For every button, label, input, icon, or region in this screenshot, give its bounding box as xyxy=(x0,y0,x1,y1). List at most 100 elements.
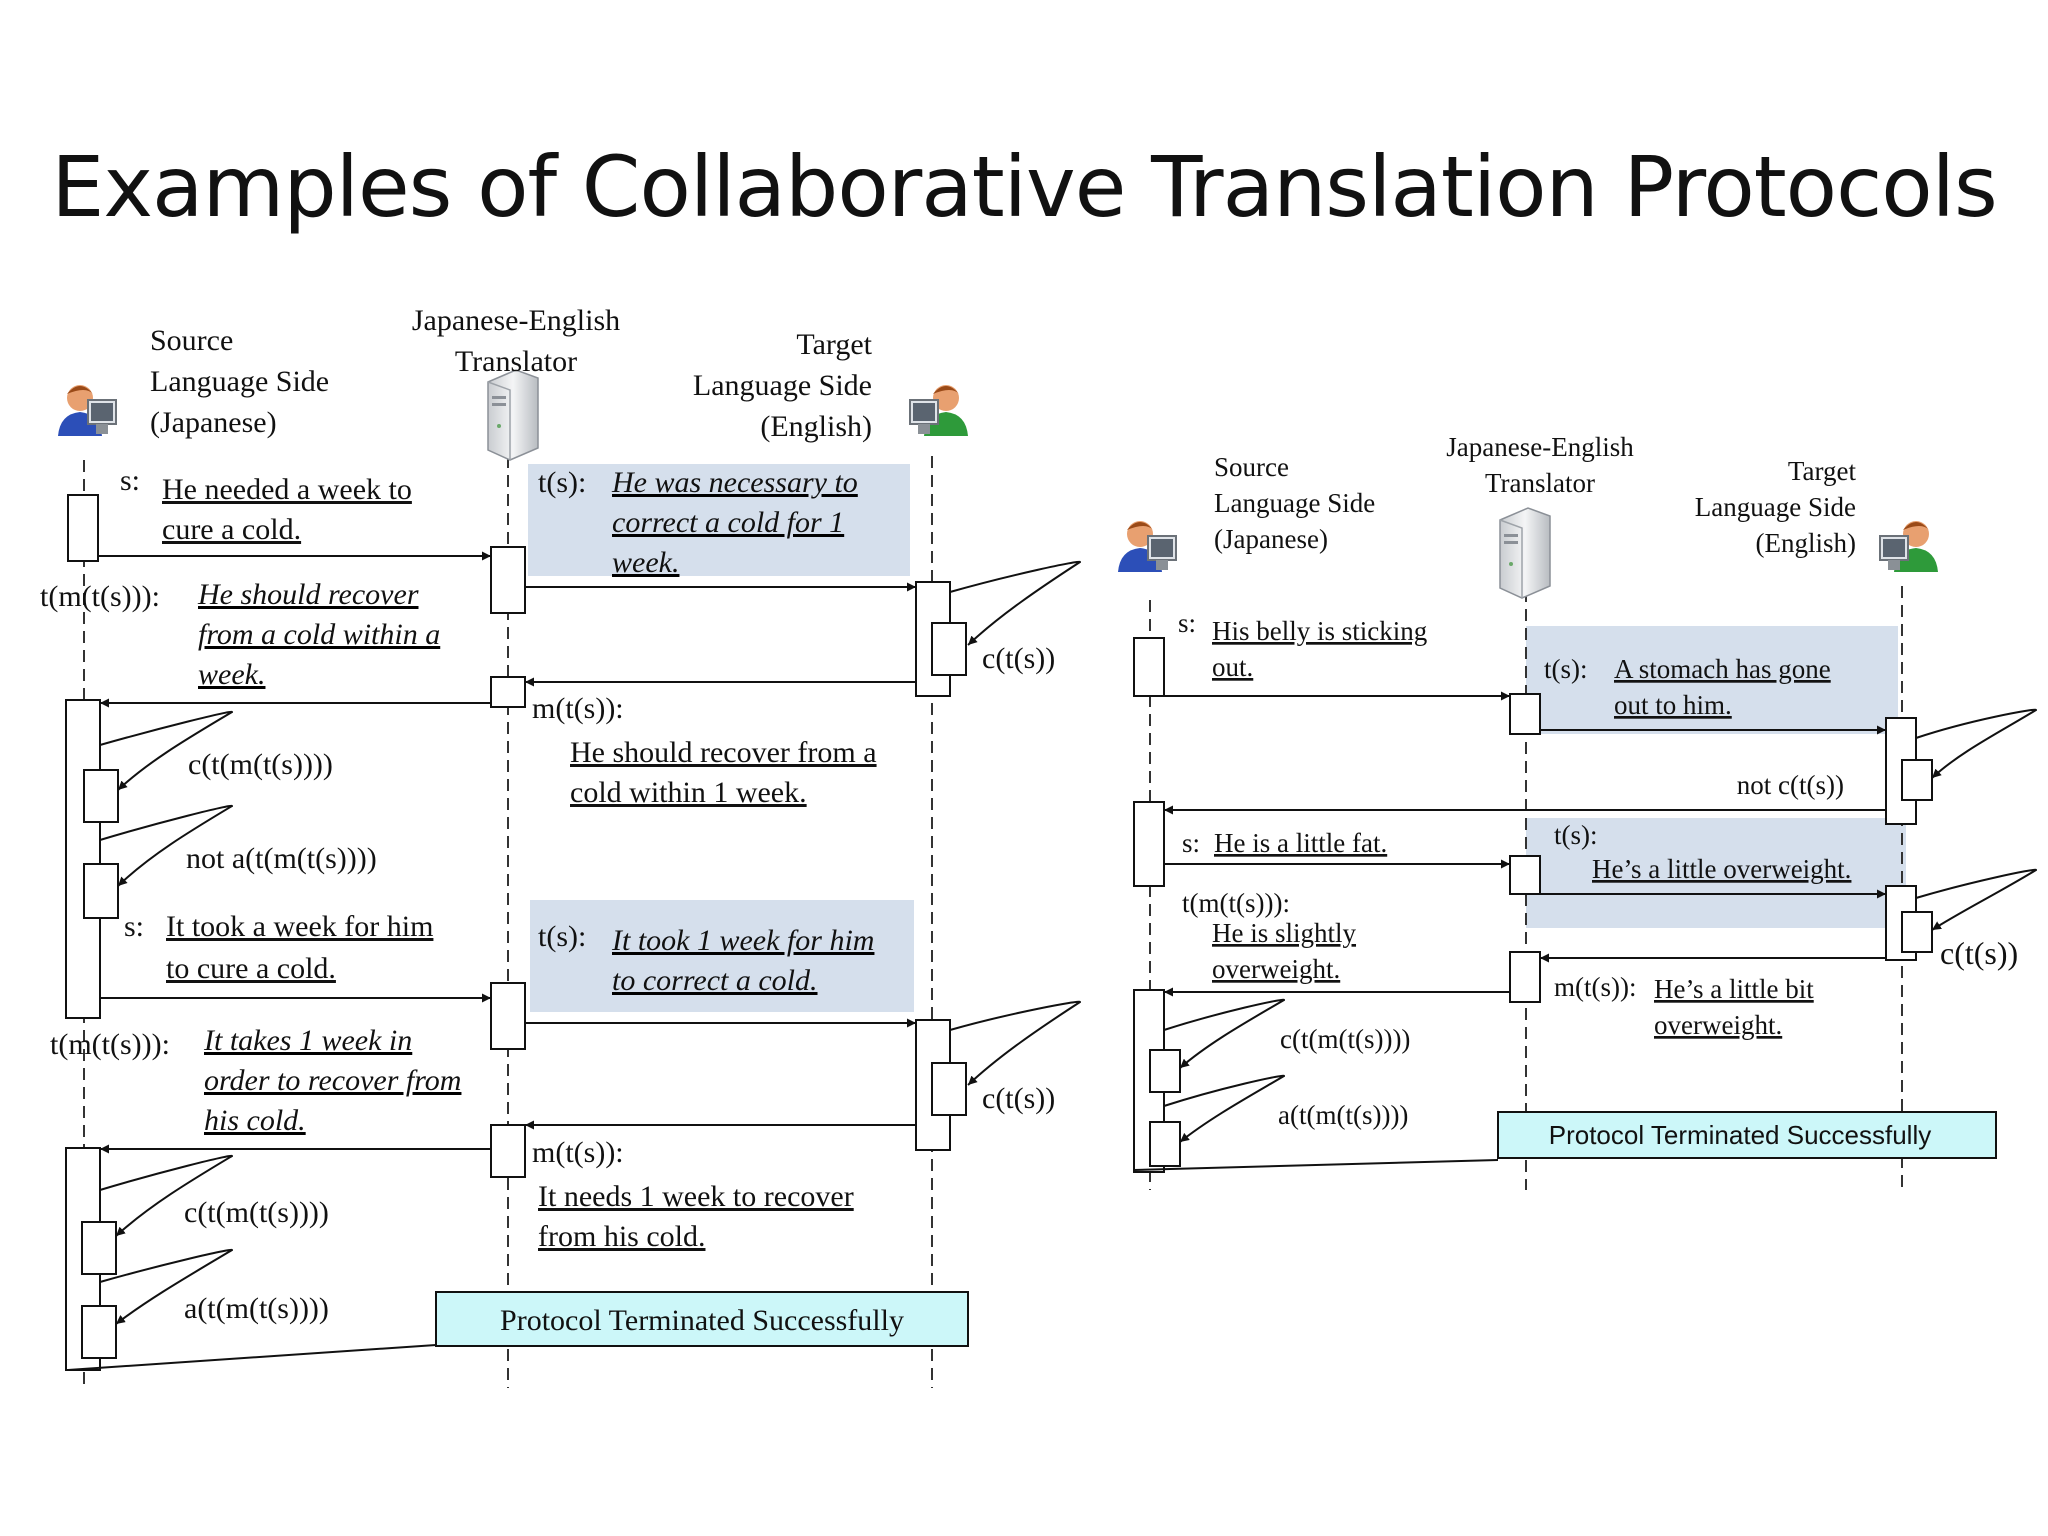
left-terminated-label: Protocol Terminated Successfully xyxy=(500,1304,904,1337)
right-activations xyxy=(1133,637,1933,1173)
prefix-label: s: xyxy=(120,464,140,497)
message-text: his cold. xyxy=(204,1104,306,1137)
header-line: Language Side xyxy=(150,365,329,398)
message-text: It takes 1 week in xyxy=(203,1024,412,1057)
left-header-source: Source Language Side (Japanese) xyxy=(150,324,329,439)
check-label: a(t(m(t(s)))) xyxy=(1278,1100,1408,1130)
check-label: c(t(s)) xyxy=(982,642,1055,675)
header-line: Target xyxy=(1788,456,1857,486)
source-user-icon xyxy=(57,384,117,437)
message-text: order to recover from xyxy=(204,1064,461,1097)
prefix-label: t(s): xyxy=(1544,654,1588,684)
header-line: Japanese-English xyxy=(1446,432,1634,462)
right-terminated-box xyxy=(1497,1111,1997,1159)
message-text: to correct a cold. xyxy=(612,964,818,997)
prefix-label: t(m(t(s))): xyxy=(1182,888,1290,918)
header-line: Target xyxy=(796,328,872,361)
message-text: He was necessary to xyxy=(611,466,858,499)
right-t1-highlight xyxy=(1526,626,1898,734)
target-user-icon xyxy=(909,384,969,437)
slide-title: Examples of Collaborative Translation Pr… xyxy=(51,138,1998,236)
header-line: Translator xyxy=(455,345,577,378)
right-arrows xyxy=(1133,691,2038,1171)
translator-server-icon xyxy=(487,369,539,461)
check-label: c(t(m(t(s)))) xyxy=(1280,1024,1410,1054)
right-labels: s: His belly is sticking out. t(s): A st… xyxy=(1178,608,2018,1130)
header-line: Translator xyxy=(1485,468,1595,498)
right-lifelines xyxy=(1149,586,1903,1190)
header-line: (Japanese) xyxy=(1214,524,1328,554)
right-header-source: Source Language Side (Japanese) xyxy=(1214,452,1375,554)
check-label: c(t(s)) xyxy=(982,1082,1055,1115)
message-text: He is a little fat. xyxy=(1214,828,1387,858)
prefix-label: t(m(t(s))): xyxy=(40,580,160,613)
message-text: He should recover xyxy=(197,578,419,611)
right-terminated-label: Protocol Terminated Successfully xyxy=(1549,1120,1931,1150)
message-text: out. xyxy=(1212,652,1253,682)
prefix-label: m(t(s)): xyxy=(532,1136,624,1169)
header-line: (Japanese) xyxy=(150,406,277,439)
message-text: His belly is sticking xyxy=(1212,616,1427,646)
message-text: He needed a week to xyxy=(162,473,412,506)
header-line: Language Side xyxy=(1214,488,1375,518)
message-text: cure a cold. xyxy=(162,513,301,546)
left-header-target: Target Language Side (English) xyxy=(693,328,873,443)
right-header-target: Target Language Side (English) xyxy=(1695,456,1857,558)
header-line: Language Side xyxy=(693,369,872,402)
check-label: c(t(s)) xyxy=(1940,935,2018,971)
header-line: (English) xyxy=(1756,528,1857,558)
message-text: He should recover from a xyxy=(570,736,877,769)
prefix-label: s: xyxy=(1178,608,1196,638)
message-text: He’s a little bit xyxy=(1654,974,1814,1004)
check-label: c(t(m(t(s)))) xyxy=(188,748,333,781)
message-text: It took a week for him xyxy=(166,910,433,943)
check-label: not a(t(m(t(s)))) xyxy=(186,842,377,875)
prefix-label: s: xyxy=(124,910,144,943)
right-diagram: Source Language Side (Japanese) Japanese… xyxy=(1117,432,2038,1190)
message-text: week. xyxy=(612,546,679,579)
source-user-icon xyxy=(1117,520,1177,573)
check-label: a(t(m(t(s)))) xyxy=(184,1292,329,1325)
message-text: from a cold within a xyxy=(198,618,440,651)
prefix-label: t(s): xyxy=(538,920,586,953)
message-text: overweight. xyxy=(1654,1010,1782,1040)
prefix-label: t(m(t(s))): xyxy=(50,1028,170,1061)
left-labels: s: He needed a week to cure a cold. t(s)… xyxy=(40,464,1055,1325)
check-label: c(t(m(t(s)))) xyxy=(184,1196,329,1229)
prefix-label: t(s): xyxy=(1554,820,1598,850)
message-text: It took 1 week for him xyxy=(611,924,874,957)
target-user-icon xyxy=(1879,520,1939,573)
message-text: He’s a little overweight. xyxy=(1592,854,1851,884)
message-text: out to him. xyxy=(1614,690,1732,720)
right-t2-highlight xyxy=(1526,818,1906,928)
right-header-translator: Japanese-English Translator xyxy=(1446,432,1634,498)
left-terminated-box xyxy=(435,1291,969,1347)
left-diagram: Source Language Side (Japanese) Japanese… xyxy=(40,304,1082,1388)
message-text: correct a cold for 1 xyxy=(612,506,844,539)
message-text: He is slightly xyxy=(1212,918,1357,948)
check-label: not c(t(s)) xyxy=(1737,770,1844,800)
header-line: (English) xyxy=(760,410,872,443)
translator-server-icon xyxy=(1499,507,1551,599)
header-line: Source xyxy=(1214,452,1289,482)
prefix-label: s: xyxy=(1182,828,1200,858)
message-text: cold within 1 week. xyxy=(570,776,807,809)
header-line: Japanese-English xyxy=(412,304,620,337)
message-text: It needs 1 week to recover xyxy=(538,1180,854,1213)
left-arrows xyxy=(67,551,1082,1371)
message-text: from his cold. xyxy=(538,1220,705,1253)
left-header-translator: Japanese-English Translator xyxy=(412,304,620,378)
message-text: A stomach has gone xyxy=(1614,654,1831,684)
message-text: overweight. xyxy=(1212,954,1340,984)
message-text: week. xyxy=(198,658,265,691)
prefix-label: m(t(s)): xyxy=(1554,972,1636,1002)
header-line: Language Side xyxy=(1695,492,1856,522)
prefix-label: t(s): xyxy=(538,466,586,499)
message-text: to cure a cold. xyxy=(166,952,336,985)
left-t2-highlight xyxy=(530,900,914,1012)
prefix-label: m(t(s)): xyxy=(532,692,624,725)
left-activations xyxy=(65,494,967,1371)
header-line: Source xyxy=(150,324,233,357)
